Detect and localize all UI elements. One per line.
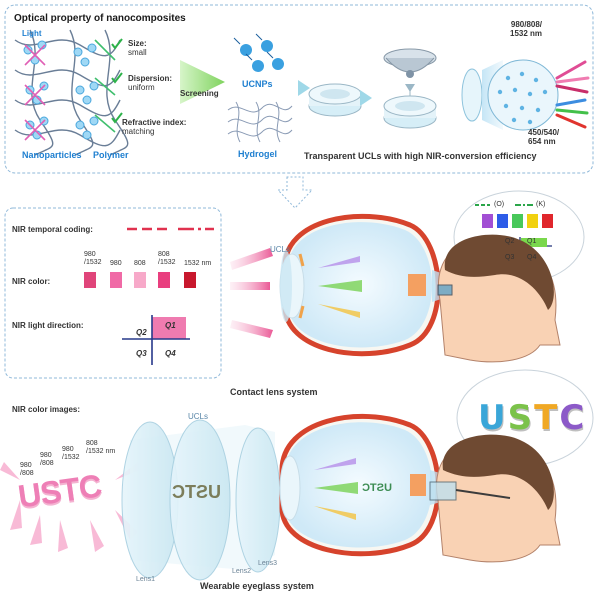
ustc-thought-letter: T bbox=[534, 398, 558, 438]
lens-mold-top bbox=[383, 48, 437, 78]
quadrant-q1: Q1 bbox=[165, 321, 176, 330]
transparent-ucls-caption: Transparent UCLs with high NIR-conversio… bbox=[304, 151, 537, 161]
nir-color-images-label: NIR color images: bbox=[12, 405, 81, 414]
refractive-value: matching bbox=[122, 127, 155, 136]
quadrant-q3: Q3 bbox=[136, 349, 147, 358]
ustc-retina-image: USTC bbox=[362, 482, 392, 494]
bubble-quadrant-q2: Q2 bbox=[505, 238, 515, 245]
eyeglass-caption: Wearable eyeglass system bbox=[200, 581, 314, 591]
quadrant-q4: Q4 bbox=[165, 349, 176, 358]
nir-color-swatch-label: 808 /1532 bbox=[158, 251, 176, 266]
wavelength-label-2: 980 /808 bbox=[40, 452, 54, 467]
ustc-thought-letter: S bbox=[507, 398, 533, 438]
lens3-label: Lens3 bbox=[258, 560, 278, 567]
size-value: small bbox=[128, 48, 147, 57]
hydrogel-mesh bbox=[227, 101, 293, 143]
bubble-quadrant-q4: Q4 bbox=[527, 254, 537, 261]
panel-title: Optical property of nanocomposites bbox=[14, 13, 186, 24]
screening-arrow bbox=[180, 60, 225, 104]
nir-color-swatch-label: 808 bbox=[134, 260, 146, 267]
bubble-color-square bbox=[512, 214, 523, 228]
ustc-thought-letter: U bbox=[478, 398, 506, 438]
nir-color-swatch-label: 980 bbox=[110, 260, 122, 267]
dispersion-value: uniform bbox=[128, 83, 155, 92]
ustc-thought-word: USTC bbox=[478, 398, 586, 442]
nir-color-label: NIR color: bbox=[12, 277, 51, 286]
nir-input-label: 980/808/ 1532 nm bbox=[510, 20, 543, 38]
ustc-thought-letter: C bbox=[559, 398, 585, 438]
eyeglass-lens-stack bbox=[121, 419, 281, 581]
visible-output-beams bbox=[555, 98, 589, 129]
nir-color-swatch bbox=[158, 272, 170, 288]
light-direction-label: NIR light direction: bbox=[12, 321, 84, 330]
nir-color-swatch-label: 1532 nm bbox=[184, 260, 212, 267]
face-contact bbox=[437, 234, 561, 363]
ucls-label-contact: UCLs bbox=[270, 245, 291, 254]
quadrant-q2: Q2 bbox=[136, 328, 147, 337]
nir-color-swatch bbox=[184, 272, 196, 288]
zoomed-particles bbox=[497, 71, 548, 125]
bubble-color-square bbox=[542, 214, 553, 228]
ustc-lens-projection: USTC bbox=[172, 482, 221, 502]
down-arrow bbox=[276, 176, 314, 209]
contact-lens-caption: Contact lens system bbox=[230, 387, 318, 397]
polymer-label: Polymer bbox=[93, 150, 129, 160]
face-eyeglass bbox=[429, 434, 561, 563]
bubble-o-label: (O) bbox=[494, 201, 505, 208]
screening-label: Screening bbox=[180, 89, 219, 98]
lens1-label: Lens1 bbox=[136, 576, 156, 583]
refractive-label: Refractive index: bbox=[122, 118, 187, 127]
light-rays bbox=[24, 44, 46, 141]
ucls-label-eyeglass: UCLs bbox=[188, 412, 209, 421]
bubble-quadrant-q1: Q1 bbox=[527, 238, 537, 245]
eye-eyeglass-system bbox=[279, 413, 441, 557]
hydrogel-label: Hydrogel bbox=[238, 149, 278, 159]
dispersion-label: Dispersion: bbox=[128, 74, 173, 83]
nanoparticles-label: Nanoparticles bbox=[22, 150, 82, 160]
wavelength-label-4: 808 /1532 nm bbox=[86, 440, 116, 455]
lens-disc-2 bbox=[383, 95, 437, 129]
nir-color-image-rays bbox=[0, 462, 140, 552]
light-label: Light bbox=[22, 29, 42, 38]
nir-color-swatch-label: 980 /1532 bbox=[84, 251, 102, 266]
lens2-label: Lens2 bbox=[232, 568, 252, 575]
eye-contact-system bbox=[279, 213, 441, 357]
size-label: Size: bbox=[128, 39, 147, 48]
lens-disc-1 bbox=[308, 83, 362, 117]
bubble-color-square bbox=[527, 214, 538, 228]
wavelength-label-1: 980 /808 bbox=[20, 462, 34, 477]
bubble-color-square bbox=[497, 214, 508, 228]
nir-color-swatch bbox=[110, 272, 122, 288]
ucnp-spheres bbox=[240, 40, 284, 72]
visible-output-label: 450/540/ 654 nm bbox=[528, 128, 560, 146]
quadrant-cross bbox=[122, 315, 190, 365]
nir-color-swatch bbox=[134, 272, 146, 288]
wavelength-label-3: 980 /1532 bbox=[62, 446, 80, 461]
bubble-quadrant-q3: Q3 bbox=[505, 254, 515, 261]
nir-color-swatch bbox=[84, 272, 96, 288]
bubble-color-square bbox=[482, 214, 493, 228]
zoomed-lens bbox=[487, 59, 559, 131]
nir-input-beams bbox=[555, 60, 590, 94]
bubble-k-label: (K) bbox=[536, 201, 546, 208]
ucnps-label: UCNPs bbox=[242, 79, 273, 89]
temporal-coding-label: NIR temporal coding: bbox=[12, 225, 93, 234]
